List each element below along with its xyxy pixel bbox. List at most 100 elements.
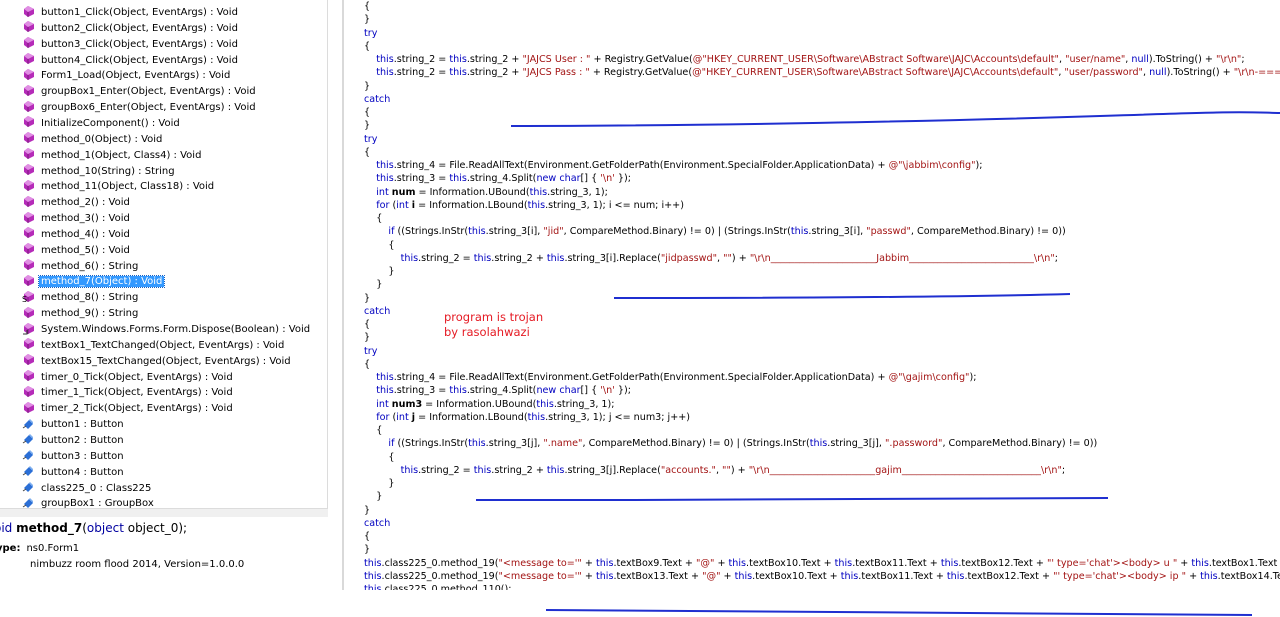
code-line: { bbox=[364, 146, 370, 159]
tree-item[interactable]: textBox1_TextChanged(Object, EventArgs) … bbox=[22, 338, 286, 353]
tree-item[interactable]: method_1(Object, Class4) : Void bbox=[22, 148, 203, 163]
method-icon bbox=[22, 242, 35, 255]
code-text: .string_3, 1); bbox=[553, 398, 615, 410]
method-icon bbox=[22, 195, 35, 208]
code-text: + bbox=[1186, 570, 1201, 582]
code-string: "\r\n______________________Jabbim_______… bbox=[749, 252, 1055, 264]
code-keyword: try bbox=[364, 345, 378, 357]
assembly-name[interactable]: nimbuzz room flood 2014, Version=1.0.0.0 bbox=[30, 559, 245, 570]
code-text bbox=[364, 187, 376, 198]
code-text: .string_2 = bbox=[418, 464, 474, 476]
tree-scrollbar[interactable] bbox=[327, 0, 328, 508]
tree-item[interactable]: method_3() : Void bbox=[22, 211, 132, 226]
tree-item[interactable]: button3 : Button bbox=[22, 449, 126, 464]
code-text: = Information.LBound( bbox=[415, 411, 528, 423]
tree-item[interactable]: timer_0_Tick(Object, EventArgs) : Void bbox=[22, 370, 235, 385]
tree-item[interactable]: groupBox1_Enter(Object, EventArgs) : Voi… bbox=[22, 84, 258, 99]
code-keyword: try bbox=[364, 27, 378, 39]
tree-item[interactable]: method_10(String) : String bbox=[22, 164, 177, 179]
tree-item[interactable]: button2_Click(Object, EventArgs) : Void bbox=[22, 21, 240, 36]
code-text: .string_3[i].Replace( bbox=[564, 252, 661, 264]
code-string: "" bbox=[723, 252, 732, 264]
signature-return-keyword: oid bbox=[0, 521, 13, 535]
tree-item[interactable]: timer_2_Tick(Object, EventArgs) : Void bbox=[22, 401, 235, 416]
code-text: .textBox13.Text + bbox=[613, 570, 703, 582]
method-icon bbox=[22, 84, 35, 97]
tree-item-label: method_9() : String bbox=[41, 308, 139, 320]
code-line: } bbox=[364, 490, 382, 503]
tree-item-label: textBox1_TextChanged(Object, EventArgs) … bbox=[41, 339, 285, 351]
tree-item[interactable]: method_0(Object) : Void bbox=[22, 132, 164, 147]
declaring-type-link[interactable]: ns0.Form1 bbox=[26, 543, 80, 554]
code-text: .string_3, 1); bbox=[547, 186, 608, 198]
method-icon bbox=[22, 68, 35, 81]
tree-item[interactable]: System.Windows.Forms.Form.Dispose(Boolea… bbox=[22, 322, 312, 337]
tree-item[interactable]: button2 : Button bbox=[22, 433, 126, 448]
signature-method-name[interactable]: method_7 bbox=[16, 521, 83, 535]
code-string: "\r\n-===( bbox=[1233, 67, 1280, 79]
code-line: this.string_2 = this.string_2 + "JAJCS U… bbox=[364, 53, 1244, 66]
code-line: this.string_3 = this.string_4.Split(new … bbox=[364, 172, 631, 185]
tree-item-label: method_5() : Void bbox=[41, 244, 130, 256]
tree-item[interactable]: button1_Click(Object, EventArgs) : Void bbox=[22, 5, 240, 20]
method-icon bbox=[22, 179, 35, 192]
tree-item-label: button1_Click(Object, EventArgs) : Void bbox=[41, 7, 238, 18]
code-text: { bbox=[364, 40, 371, 52]
tree-item[interactable]: button4 : Button bbox=[22, 465, 126, 480]
code-text: + bbox=[720, 570, 735, 582]
code-string: "\r\n" bbox=[1216, 54, 1242, 65]
field-icon bbox=[22, 417, 35, 430]
code-line: } bbox=[364, 119, 370, 132]
code-line: { bbox=[364, 0, 370, 13]
code-string: "' type='chat'><body> ip " bbox=[1053, 570, 1187, 582]
code-keyword: this bbox=[449, 67, 467, 79]
code-text: , bbox=[1058, 67, 1065, 79]
tree-item[interactable]: groupBox6_Enter(Object, EventArgs) : Voi… bbox=[22, 100, 258, 115]
tree-item[interactable]: class225_0 : Class225 bbox=[22, 481, 153, 496]
code-line: if ((Strings.InStr(this.string_3[j], ".n… bbox=[364, 437, 1097, 450]
member-tree[interactable]: button1_Click(Object, EventArgs) : Void b… bbox=[0, 0, 328, 508]
tree-item[interactable]: method_11(Object, Class18) : Void bbox=[22, 179, 216, 194]
tree-item[interactable]: method_4() : Void bbox=[22, 227, 132, 242]
code-keyword: this bbox=[546, 464, 565, 476]
tree-item[interactable]: method_6() : String bbox=[22, 259, 140, 274]
code-keyword: this bbox=[546, 252, 565, 264]
tree-item-label: class225_0 : Class225 bbox=[41, 482, 152, 494]
code-string: "@" bbox=[702, 570, 721, 582]
code-keyword: this bbox=[946, 570, 965, 582]
tree-item[interactable]: Form1_Load(Object, EventArgs) : Void bbox=[22, 68, 232, 83]
method-icon bbox=[22, 131, 35, 144]
code-line: int num3 = Information.UBound(this.strin… bbox=[364, 398, 615, 411]
code-text: .textBox10.Text + bbox=[746, 557, 835, 569]
code-keyword: this bbox=[595, 557, 614, 569]
code-text: } bbox=[364, 279, 383, 291]
code-text: .string_2 + bbox=[466, 54, 523, 65]
tree-item[interactable]: button3_Click(Object, EventArgs) : Void bbox=[22, 37, 240, 52]
annotation-note: program is trojan by rasolahwazi bbox=[444, 310, 543, 340]
method-icon bbox=[22, 337, 35, 350]
tree-item[interactable]: timer_1_Tick(Object, EventArgs) : Void bbox=[22, 385, 235, 400]
code-keyword: this bbox=[449, 173, 467, 185]
tree-item-selected[interactable]: method_7(Object) : Void bbox=[22, 274, 166, 289]
tree-item[interactable]: method_9() : String bbox=[22, 306, 140, 321]
tree-item[interactable]: groupBox1 : GroupBox bbox=[22, 496, 156, 508]
code-text: .string_3, 1); i <= num; i++) bbox=[545, 199, 684, 211]
pane-divider[interactable] bbox=[342, 0, 344, 590]
tree-item[interactable]: InitializeComponent() : Void bbox=[22, 116, 182, 131]
tree-item[interactable]: textBox15_TextChanged(Object, EventArgs)… bbox=[22, 354, 293, 369]
code-line: for (int j = Information.LBound(this.str… bbox=[364, 411, 690, 424]
tree-item[interactable]: button1 : Button bbox=[22, 417, 126, 432]
decompiled-code-view[interactable]: {}try{ this.string_2 = this.string_2 + "… bbox=[344, 0, 1280, 590]
code-text: , bbox=[716, 252, 724, 264]
tree-item[interactable]: method_2() : Void bbox=[22, 195, 132, 210]
code-text: .string_3 = bbox=[393, 173, 450, 185]
tree-item[interactable]: button4_Click(Object, EventArgs) : Void bbox=[22, 53, 240, 68]
method-icon bbox=[22, 401, 35, 414]
tree-item-label: button2_Click(Object, EventArgs) : Void bbox=[41, 22, 238, 34]
code-text: .string_4.Split( bbox=[466, 385, 537, 397]
code-text: + bbox=[581, 570, 596, 582]
code-text: .string_4.Split( bbox=[466, 173, 537, 185]
tree-item[interactable]: method_5() : Void bbox=[22, 243, 132, 258]
code-text: .textBox1.Text + bbox=[1208, 557, 1278, 569]
